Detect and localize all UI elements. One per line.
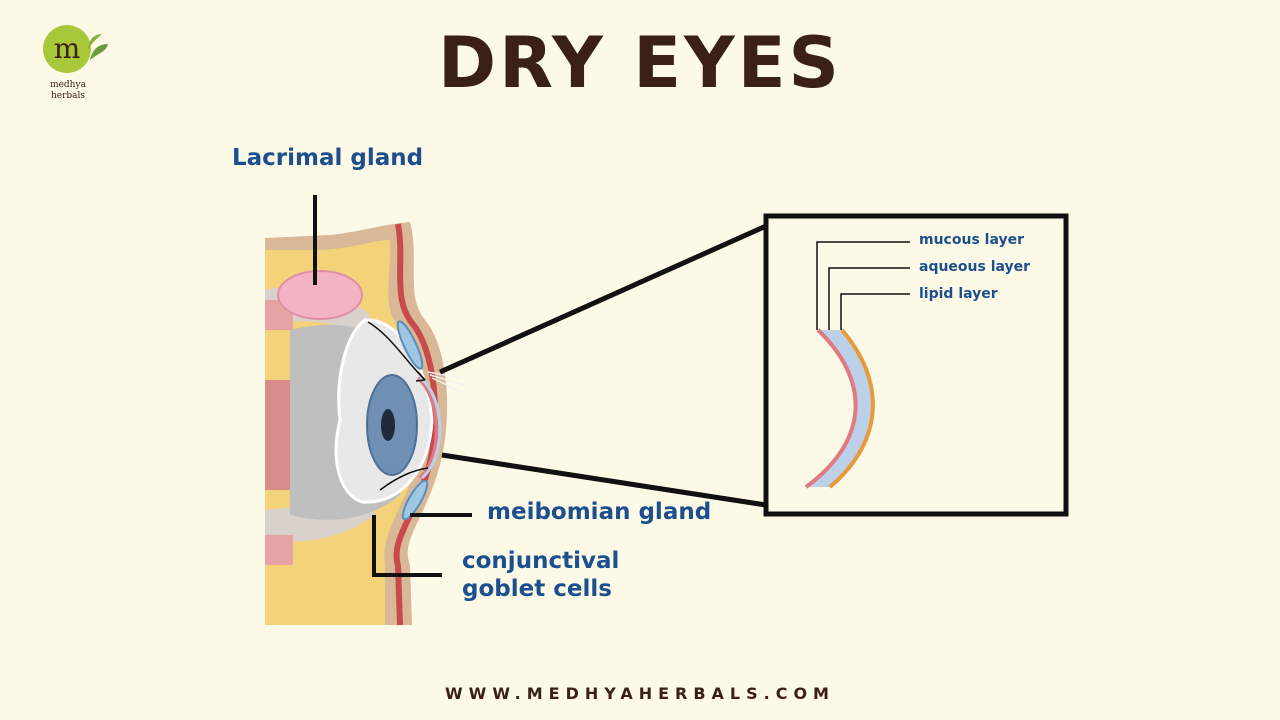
zoom-line-top xyxy=(440,226,766,372)
label-mucous-layer: mucous layer xyxy=(919,232,1024,248)
pupil xyxy=(381,409,395,441)
label-aqueous-layer: aqueous layer xyxy=(919,259,1030,275)
website-url: WWW.MEDHYAHERBALS.COM xyxy=(0,684,1280,703)
optic-muscle-red xyxy=(265,380,293,490)
label-goblet-line2: goblet cells xyxy=(462,575,619,603)
zoom-line-bottom xyxy=(442,455,766,505)
muscle-red-bottom xyxy=(265,535,293,565)
lacrimal-gland-shape xyxy=(278,271,362,319)
label-meibomian-gland: meibomian gland xyxy=(487,499,711,525)
label-goblet-line1: conjunctival xyxy=(462,547,619,575)
label-goblet-cells: conjunctival goblet cells xyxy=(462,547,619,603)
label-lipid-layer: lipid layer xyxy=(919,286,998,302)
label-lacrimal-gland: Lacrimal gland xyxy=(232,145,423,171)
